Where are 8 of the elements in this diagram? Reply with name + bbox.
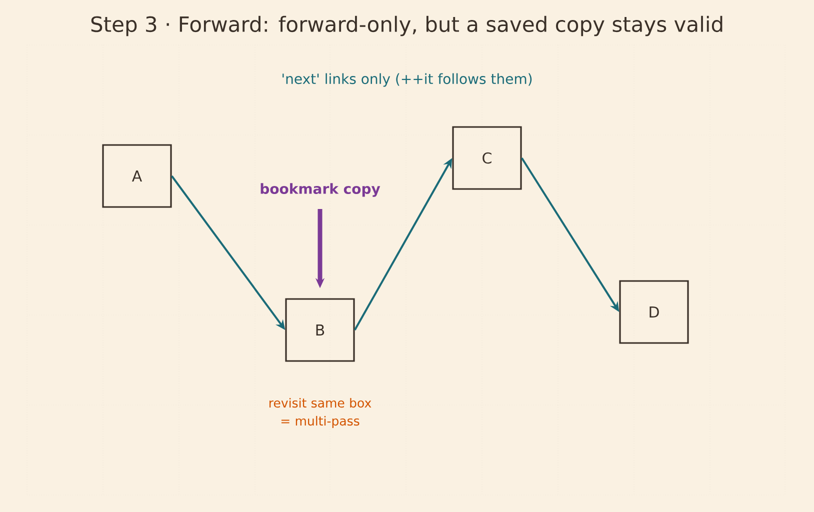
note: revisit same box = multi-pass	[270, 398, 372, 428]
node-box: D	[619, 280, 689, 344]
annotation-text: bookmark copy	[260, 183, 380, 197]
node-box: B	[285, 298, 355, 362]
subtitle: 'next' links only (++it follows them)	[282, 73, 532, 87]
title: Step 3 · Forward: forward-only, but a saved copy stays valid	[91, 16, 722, 36]
node-box: A	[102, 144, 172, 208]
node-box: C	[452, 126, 522, 190]
